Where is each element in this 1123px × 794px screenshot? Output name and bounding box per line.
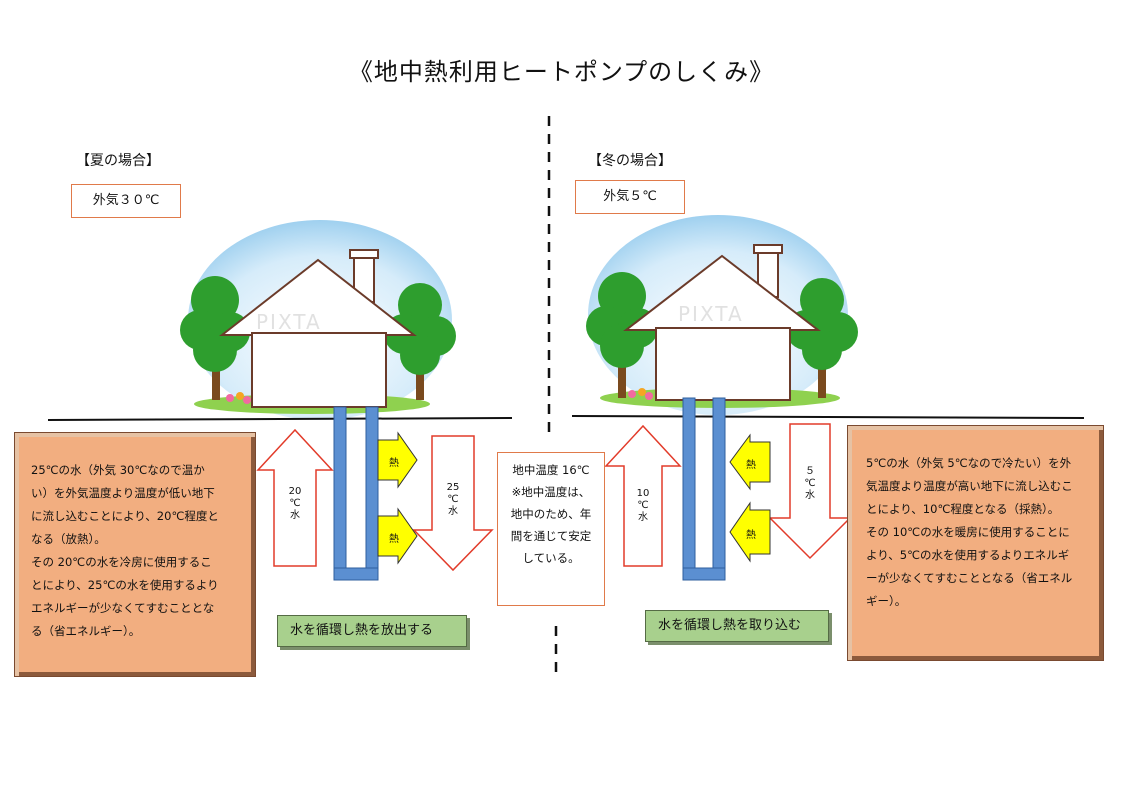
summer-arrow-down-label: 25 ℃ 水 xyxy=(441,482,465,518)
winter-down-temp: ５ xyxy=(805,466,815,477)
summer-up-temp: 20 xyxy=(288,486,302,497)
winter-ground-line xyxy=(571,415,1085,419)
summer-label: 【夏の場合】 xyxy=(76,153,160,169)
summer-arrow-down xyxy=(412,435,494,572)
winter-label: 【冬の場合】 xyxy=(588,153,672,169)
winter-heat-arrow-2 xyxy=(729,501,771,563)
winter-arrow-up-label: 10 ℃ 水 xyxy=(631,488,655,524)
winter-desc-line: その 10℃の水を暖房に使用することに xyxy=(866,525,1070,539)
summer-desc-line: とにより、25℃の水を使用するより xyxy=(31,578,219,592)
summer-desc-line: る（省エネルギー）。 xyxy=(31,624,141,638)
ground-temp-line: 地中温度 16℃ xyxy=(512,463,590,477)
summer-heat-label-1: 熱 xyxy=(389,458,399,469)
summer-down-temp: 25 xyxy=(446,482,460,493)
summer-action-label: 水を循環し熱を放出する xyxy=(277,615,467,647)
winter-pipe xyxy=(682,397,726,581)
winter-heat-label-1: 熱 xyxy=(746,460,756,471)
summer-down-water: 水 xyxy=(448,506,458,517)
summer-desc-line: その 20℃の水を冷房に使用するこ xyxy=(31,555,212,569)
winter-arrow-down-label: ５ ℃ 水 xyxy=(798,466,822,502)
winter-down-water: 水 xyxy=(805,490,815,501)
ground-temperature-box: 地中温度 16℃ ※地中温度は、 地中のため、年 間を通じて安定 している。 xyxy=(497,452,605,606)
winter-desc-line: ギー）。 xyxy=(866,594,907,608)
winter-heat-label-2: 熱 xyxy=(746,530,756,541)
winter-desc-line: 気温度より温度が高い地下に流し込むこ xyxy=(866,479,1073,493)
winter-up-temp: 10 xyxy=(636,488,650,499)
summer-desc-line: エネルギーが少なくてすむこととな xyxy=(31,601,215,615)
summer-desc-line: 25℃の水（外気 30℃なので温か xyxy=(31,463,205,477)
summer-desc-line: なる（放熱）。 xyxy=(31,532,106,546)
ground-temp-line: ※地中温度は、 xyxy=(511,485,591,499)
ground-temp-line: している。 xyxy=(522,551,580,565)
winter-desc-line: とにより、10℃程度となる（採熱）。 xyxy=(866,502,1060,516)
winter-house-icon xyxy=(623,244,821,401)
winter-action-label: 水を循環し熱を取り込む xyxy=(645,610,829,642)
winter-outside-air: 外気５℃ xyxy=(575,180,685,214)
winter-up-unit: ℃ xyxy=(637,500,649,511)
summer-house-icon xyxy=(219,249,417,408)
summer-ground-line xyxy=(47,417,513,421)
winter-flowers-icon xyxy=(628,388,653,400)
winter-description-box: 5℃の水（外気 5℃なので冷たい）を外 気温度より温度が高い地下に流し込むこ と… xyxy=(847,425,1104,661)
winter-desc-line: より、5℃の水を使用するよりエネルギ xyxy=(866,548,1070,562)
winter-heat-arrow-1 xyxy=(729,433,771,491)
summer-house-scene xyxy=(180,220,456,420)
ground-temp-line: 間を通じて安定 xyxy=(510,529,592,543)
winter-down-unit: ℃ xyxy=(804,478,816,489)
summer-heat-arrow-1 xyxy=(377,431,418,489)
summer-up-unit: ℃ xyxy=(289,498,301,509)
summer-arrow-up-label: 20 ℃ 水 xyxy=(283,486,307,522)
winter-arrow-up xyxy=(604,424,682,567)
summer-heat-arrow-2 xyxy=(377,507,418,565)
ground-temp-line: 地中のため、年 xyxy=(510,507,592,521)
summer-flowers-icon xyxy=(226,392,251,404)
summer-pipe xyxy=(333,406,379,581)
summer-desc-line: に流し込むことにより、20℃程度と xyxy=(31,509,219,523)
summer-up-water: 水 xyxy=(290,510,300,521)
summer-outside-air: 外気３０℃ xyxy=(71,184,181,218)
page-title: 《地中熱利用ヒートポンプのしくみ》 xyxy=(348,58,775,86)
summer-down-unit: ℃ xyxy=(447,494,459,505)
winter-desc-line: ーが少なくてすむこととなる（省エネル xyxy=(866,571,1073,585)
summer-desc-line: い）を外気温度より温度が低い地下 xyxy=(31,486,215,500)
winter-house-scene xyxy=(586,215,858,415)
winter-desc-line: 5℃の水（外気 5℃なので冷たい）を外 xyxy=(866,456,1072,470)
summer-watermark: PIXTA xyxy=(256,310,322,334)
summer-heat-label-2: 熱 xyxy=(389,534,399,545)
summer-arrow-up xyxy=(256,428,334,567)
winter-arrow-down xyxy=(768,423,852,560)
winter-watermark: PIXTA xyxy=(678,302,744,326)
summer-description-box: 25℃の水（外気 30℃なので温か い）を外気温度より温度が低い地下 に流し込む… xyxy=(14,432,256,677)
winter-up-water: 水 xyxy=(638,512,648,523)
